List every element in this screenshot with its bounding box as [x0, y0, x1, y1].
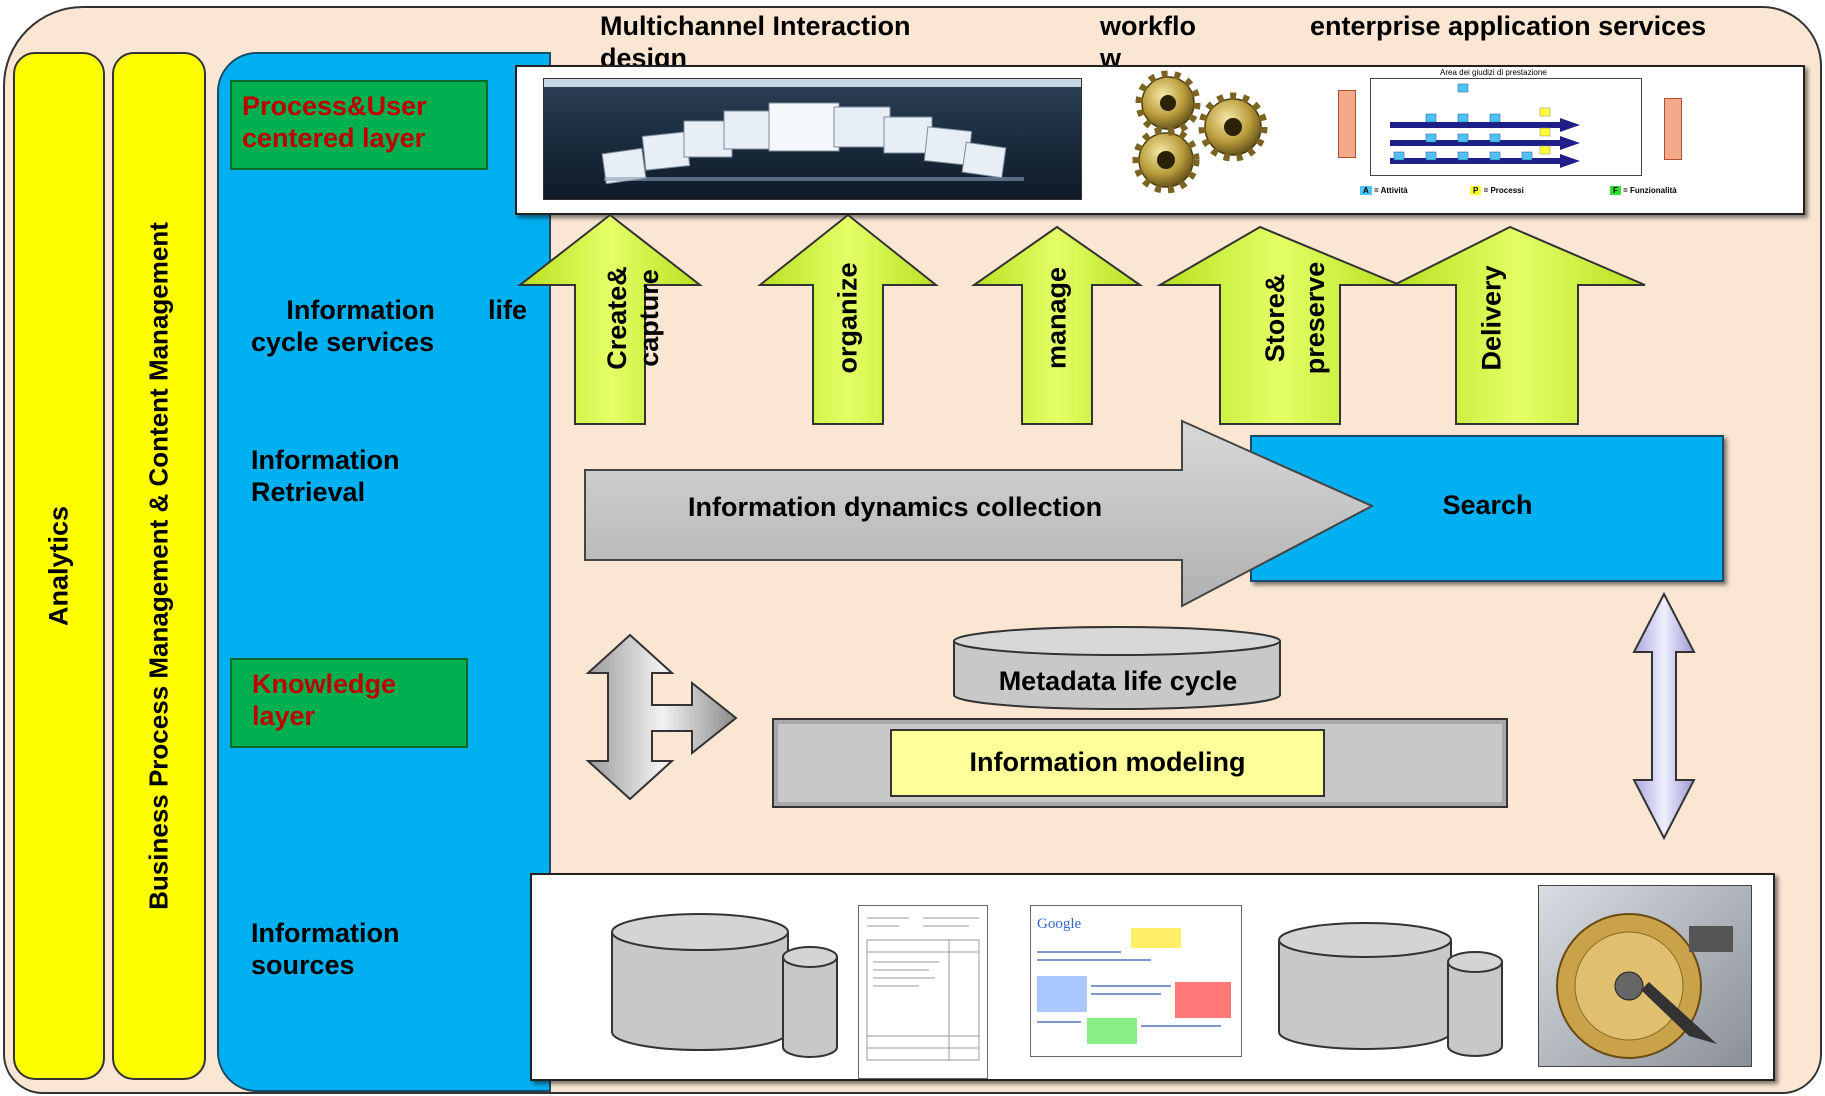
- risorse-tag: [1338, 90, 1356, 158]
- process-user-layer-label: Process&User centered layer: [230, 80, 488, 170]
- workflow-heading: workflo w: [1100, 11, 1197, 73]
- arrow-label-line: Delivery: [1476, 265, 1507, 371]
- database-cylinder-icon-2: [1278, 922, 1503, 1057]
- database-cylinder-icon: [611, 913, 838, 1058]
- legend-label-p: = Processi: [1483, 186, 1524, 195]
- result-highlight-green: [1087, 1018, 1137, 1044]
- arrow-organize: [757, 213, 939, 425]
- valore-tag: [1664, 98, 1682, 160]
- search-logo: Google: [1037, 916, 1082, 932]
- lifecycle-services-label: Information life cycle services: [251, 295, 535, 357]
- screens-fan-image: [544, 79, 1081, 185]
- result-highlight-blue: [1037, 976, 1087, 1012]
- arrow-delivery-label: Delivery: [1457, 258, 1527, 378]
- vertical-double-arrow-icon: [1632, 592, 1696, 840]
- document-icon: [858, 905, 988, 1079]
- legend-label-f: = Funzionalità: [1623, 186, 1677, 195]
- legend-key-f: F: [1610, 186, 1621, 195]
- arrow-label-line: capture: [634, 269, 664, 367]
- layer-panel: [217, 52, 551, 1092]
- search-label: Search: [1442, 490, 1533, 520]
- metadata-label: Metadata life cycle: [998, 666, 1238, 696]
- modeling-box: Information modeling: [890, 729, 1325, 797]
- three-way-arrow-icon: [585, 633, 738, 801]
- sources-layer-label: Information sources: [251, 918, 400, 980]
- hard-disk-icon: [1538, 885, 1752, 1067]
- arrow-create-capture: [517, 213, 703, 425]
- legend-label-a: = Attività: [1374, 186, 1408, 195]
- enterprise-process-diagram: Area dei giudizi di prestazione A = Atti…: [1330, 68, 1800, 208]
- arrow-store-preserve-label: Store& preserve: [1250, 258, 1340, 378]
- arrow-label-line: preserve: [1300, 261, 1330, 375]
- document-lines: [866, 917, 980, 1061]
- dynamics-collection-label: Information dynamics collection: [688, 492, 1103, 522]
- legend-key-p: P: [1470, 186, 1482, 195]
- legend-key-a: A: [1360, 186, 1372, 195]
- arrow-label-line: organize: [832, 262, 863, 374]
- result-highlight-red: [1175, 982, 1231, 1018]
- arrow-delivery: [1393, 225, 1646, 425]
- multichannel-screenshot: [543, 78, 1082, 200]
- gears-icon: [1132, 70, 1268, 194]
- process-flow-arrows: [1390, 83, 1580, 168]
- arrow-label-line: Create&: [602, 266, 632, 370]
- arrow-label-line: Store&: [1260, 273, 1290, 363]
- result-highlight-yellow: [1131, 928, 1181, 948]
- dynamics-collection-arrow: [584, 419, 1375, 608]
- retrieval-layer-label: Information Retrieval: [251, 445, 400, 507]
- process-diagram-title: Area dei giudizi di prestazione: [1440, 68, 1547, 77]
- arrow-create-capture-label: Create& capture: [598, 258, 668, 378]
- result-lines: [1037, 951, 1221, 1027]
- modeling-label: Information modeling: [969, 747, 1246, 777]
- analytics-label: Analytics: [43, 505, 74, 627]
- enterprise-heading: enterprise application services: [1310, 11, 1707, 41]
- analytics-column: Analytics: [13, 52, 105, 1080]
- arrow-store-preserve: [1156, 225, 1401, 425]
- hard-disk-drawing: [1556, 913, 1733, 1059]
- lifecycle-arrows: [517, 213, 1646, 425]
- arrow-label-line: manage: [1041, 266, 1072, 370]
- arrow-organize-label: organize: [813, 258, 883, 378]
- bpm-column: Business Process Management & Content Ma…: [112, 52, 206, 1080]
- knowledge-layer-label: Knowledge layer: [230, 658, 468, 748]
- arrow-manage-label: manage: [1022, 258, 1092, 378]
- search-results-screenshot: Google: [1030, 905, 1242, 1057]
- arrow-manage: [970, 225, 1144, 425]
- metadata-cylinder: [953, 626, 1281, 710]
- bpm-label: Business Process Management & Content Ma…: [143, 222, 174, 910]
